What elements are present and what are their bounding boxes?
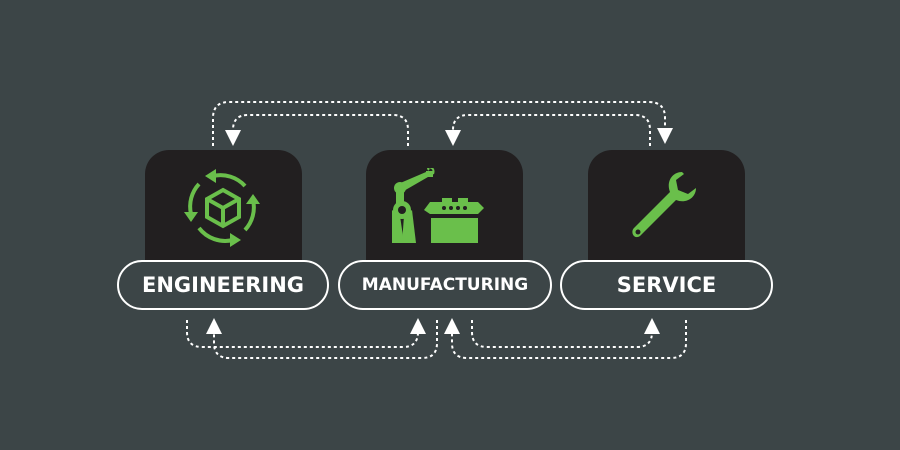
arrow-service-to-manufacturing [445, 114, 651, 146]
arrow-manufacturing-to-engineering-bottom [206, 318, 438, 359]
arrow-manufacturing-to-engineering [225, 114, 409, 146]
arrow-engineering-to-service [212, 101, 673, 146]
cube-cycle-icon [184, 169, 260, 247]
arrow-manufacturing-to-service [471, 318, 660, 348]
manufacturing-label: MANUFACTURING [338, 260, 552, 310]
robot-arm-conveyor-icon [392, 168, 484, 243]
service-label: SERVICE [560, 260, 773, 310]
arrow-engineering-to-manufacturing [186, 318, 426, 348]
manufacturing-tile [366, 150, 523, 270]
arrow-service-to-manufacturing-bottom [444, 318, 687, 359]
engineering-label: ENGINEERING [117, 260, 329, 310]
wrench-icon [632, 172, 696, 238]
service-tile [588, 150, 745, 270]
engineering-tile [145, 150, 302, 270]
